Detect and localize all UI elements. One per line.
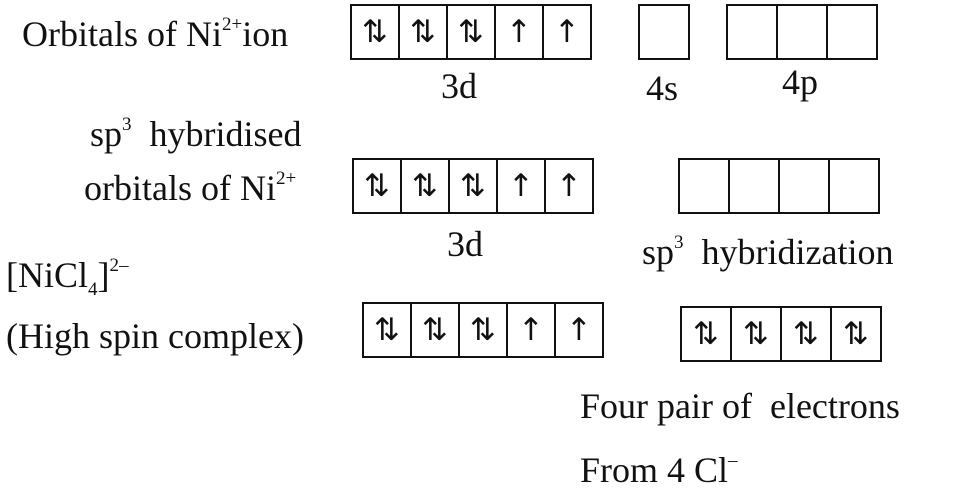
- row1-4p-orbitals: [726, 4, 878, 60]
- row2-label-line1: sp3 hybridised: [90, 114, 302, 154]
- orbital-box: ⇅: [448, 158, 498, 214]
- high-spin-label: (High spin complex): [6, 316, 304, 356]
- orbital-box: ⇅: [362, 302, 412, 358]
- row1-3d-label: 3d: [441, 66, 477, 106]
- orbital-box: ↑: [554, 302, 604, 358]
- orbital-box: ⇅: [398, 4, 448, 60]
- row3-3d-orbitals: ⇅⇅⇅↑↑: [362, 302, 604, 358]
- orbital-box: [776, 4, 828, 60]
- row2-label-line2: orbitals of Ni2+: [84, 168, 297, 208]
- orbital-box: [726, 4, 778, 60]
- electron-pair-note: Four pair of electrons: [580, 386, 900, 426]
- row2-sp3-orbitals: [678, 158, 880, 214]
- row1-4s-label: 4s: [646, 68, 679, 108]
- orbital-box: ↑: [494, 4, 544, 60]
- chloride-source-note: From 4 Cl–: [580, 450, 738, 490]
- orbital-box: ⇅: [446, 4, 496, 60]
- orbital-box: [728, 158, 780, 214]
- orbital-box: [826, 4, 878, 60]
- orbital-box: ⇅: [780, 306, 832, 362]
- row1-4s-orbital: [638, 4, 690, 60]
- orbital-box: ⇅: [680, 306, 732, 362]
- row3-sp3-orbitals: ⇅⇅⇅⇅: [680, 306, 882, 362]
- orbital-box: [778, 158, 830, 214]
- orbital-box: ⇅: [352, 158, 402, 214]
- complex-formula: [NiCl4]2–: [6, 255, 129, 300]
- row2-3d-label: 3d: [447, 224, 483, 264]
- orbital-box: ↑: [542, 4, 592, 60]
- orbital-box: ⇅: [458, 302, 508, 358]
- row1-charge: 2+: [221, 14, 243, 35]
- orbital-box: ⇅: [730, 306, 782, 362]
- orbital-box: ↑: [544, 158, 594, 214]
- orbital-box: ⇅: [350, 4, 400, 60]
- row2-hybridization-label: sp3 hybridization: [642, 232, 894, 272]
- orbital-box: ⇅: [410, 302, 460, 358]
- orbital-box: ↑: [496, 158, 546, 214]
- orbital-box: ⇅: [830, 306, 882, 362]
- orbital-box: [638, 4, 690, 60]
- orbital-box: ↑: [506, 302, 556, 358]
- row1-label: Orbitals of Ni2+ion: [22, 14, 289, 54]
- orbital-box: [678, 158, 730, 214]
- row1-4p-label: 4p: [782, 62, 818, 102]
- orbital-box: ⇅: [400, 158, 450, 214]
- row2-3d-orbitals: ⇅⇅⇅↑↑: [352, 158, 594, 214]
- row1-3d-orbitals: ⇅⇅⇅↑↑: [350, 4, 592, 60]
- orbital-box: [828, 158, 880, 214]
